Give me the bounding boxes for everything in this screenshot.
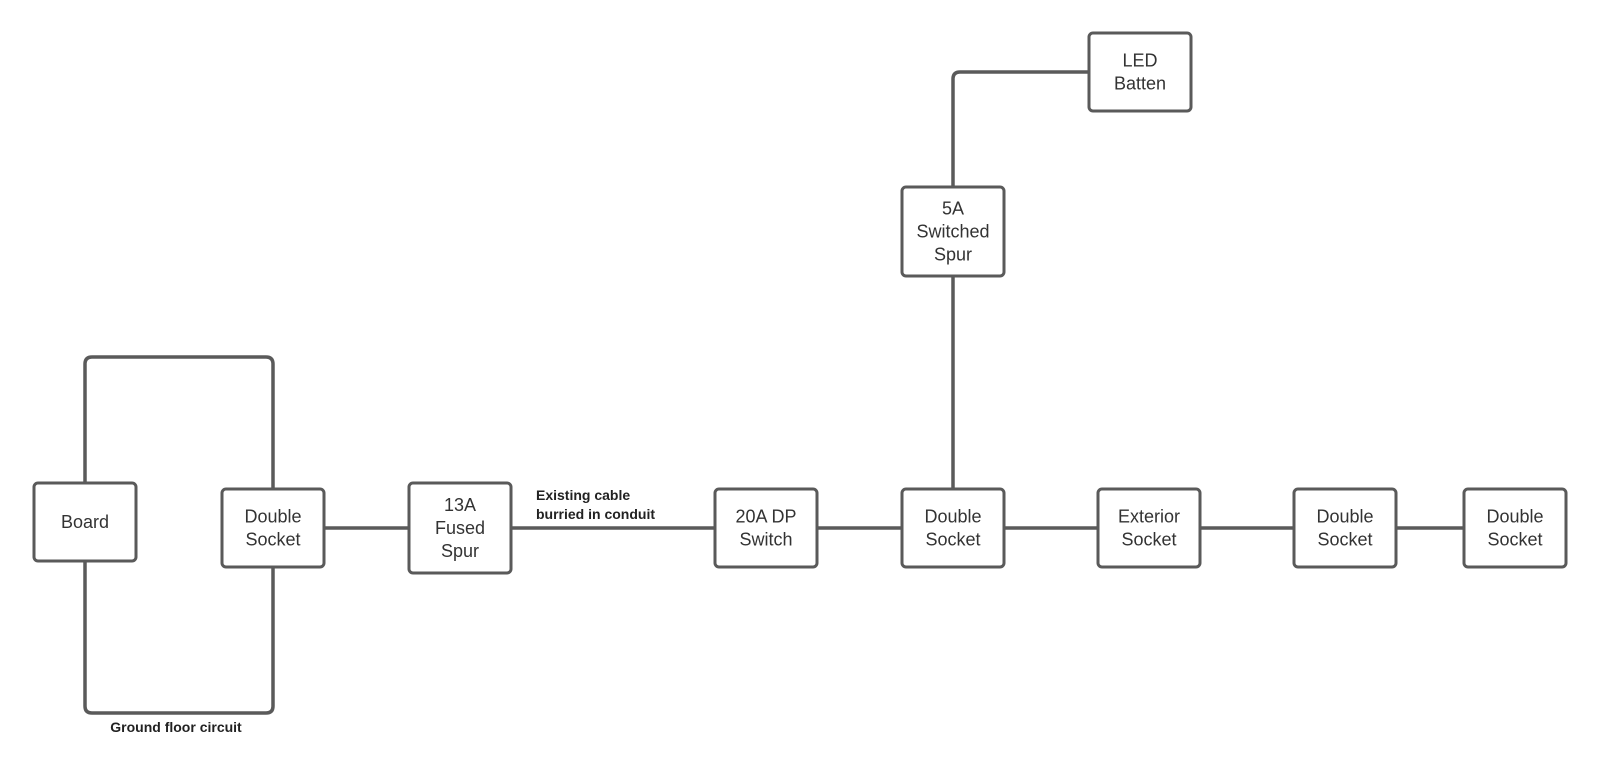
node-label-line: Exterior — [1118, 507, 1180, 527]
node-label-line: Double — [244, 507, 301, 527]
node-box — [900, 185, 1006, 278]
node-label-line: Spur — [934, 245, 972, 265]
node-label-line: Board — [61, 512, 109, 532]
node-label-line: 13A — [444, 495, 476, 515]
node-box — [1087, 31, 1193, 113]
node-label-line: 5A — [942, 199, 964, 219]
node-label-line: Spur — [441, 541, 479, 561]
node-label-line: Socket — [925, 530, 980, 550]
node-board[interactable]: Board — [32, 481, 138, 563]
wires — [83, 70, 1466, 715]
node-dp-switch[interactable]: 20A DP Switch — [713, 487, 819, 569]
node-label-line: LED — [1122, 51, 1157, 71]
node-label-line: Fused — [435, 518, 485, 538]
node-box — [220, 487, 326, 569]
node-box — [32, 481, 138, 563]
node-box — [1292, 487, 1398, 569]
ground-floor-circuit-label: Ground floor circuit — [110, 719, 242, 735]
ring-loop-bottom-wire — [83, 559, 275, 715]
node-label-line: Switch — [739, 530, 792, 550]
node-label-line: Double — [1486, 507, 1543, 527]
node-box — [1096, 487, 1202, 569]
node-box — [1462, 487, 1568, 569]
node-box — [900, 487, 1006, 569]
ring-loop-top-wire — [83, 355, 275, 491]
node-label-line: 20A DP — [735, 507, 796, 527]
node-box — [713, 487, 819, 569]
node-label-line: Socket — [1121, 530, 1176, 550]
node-label-line: Socket — [245, 530, 300, 550]
node-label-line: Batten — [1114, 74, 1166, 94]
node-led-batten[interactable]: LED Batten — [1087, 31, 1193, 113]
wire-switched-spur-to-led-batten — [951, 70, 1091, 189]
conduit-note-line-2: burried in conduit — [536, 506, 655, 522]
node-label-line: Double — [1316, 507, 1373, 527]
node-label-line: Socket — [1317, 530, 1372, 550]
node-box — [407, 481, 513, 575]
node-label-line: Double — [924, 507, 981, 527]
node-label-line: Switched — [916, 222, 989, 242]
conduit-note-line-1: Existing cable — [536, 487, 630, 503]
node-label-line: Socket — [1487, 530, 1542, 550]
